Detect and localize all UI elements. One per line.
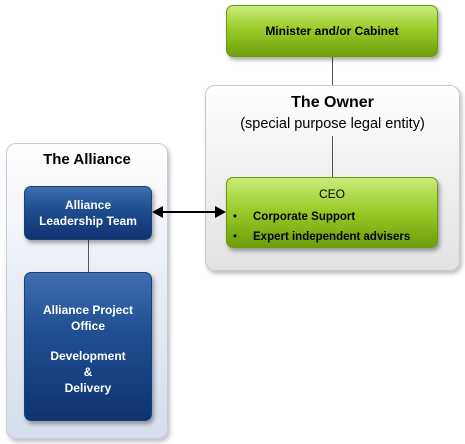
leadership-project-connector bbox=[88, 240, 89, 272]
bullet-icon: • bbox=[233, 211, 238, 223]
owner-subtitle: (special purpose legal entity) bbox=[240, 116, 425, 132]
bullet-icon: • bbox=[233, 231, 238, 243]
list-item: •Corporate Support bbox=[233, 207, 410, 227]
alliance-title: The Alliance bbox=[43, 151, 131, 168]
owner-ceo-connector bbox=[332, 136, 333, 177]
alliance-leadership-team-box: Alliance Leadership Team bbox=[24, 186, 152, 240]
minister-box: Minister and/or Cabinet bbox=[226, 5, 438, 57]
leadership-label-line2: Leadership Team bbox=[39, 214, 137, 228]
ceo-box: CEO •Corporate Support •Expert independe… bbox=[226, 177, 438, 248]
minister-label: Minister and/or Cabinet bbox=[265, 24, 399, 38]
project-office-line1: Alliance Project bbox=[42, 303, 134, 317]
project-office-line4: & bbox=[83, 365, 93, 379]
project-office-line2: Office bbox=[70, 319, 105, 333]
ceo-responsibilities-list: •Corporate Support •Expert independent a… bbox=[233, 207, 410, 247]
project-office-line3: Development bbox=[50, 349, 126, 363]
minister-owner-connector bbox=[332, 57, 333, 85]
owner-title: The Owner bbox=[291, 94, 374, 111]
leadership-label-line1: Alliance bbox=[64, 198, 112, 212]
list-item: •Expert independent advisers bbox=[233, 227, 410, 247]
ceo-title: CEO bbox=[318, 187, 345, 201]
project-office-line5: Delivery bbox=[64, 381, 112, 395]
alliance-project-office-box: Alliance Project Office Development & De… bbox=[24, 272, 152, 421]
